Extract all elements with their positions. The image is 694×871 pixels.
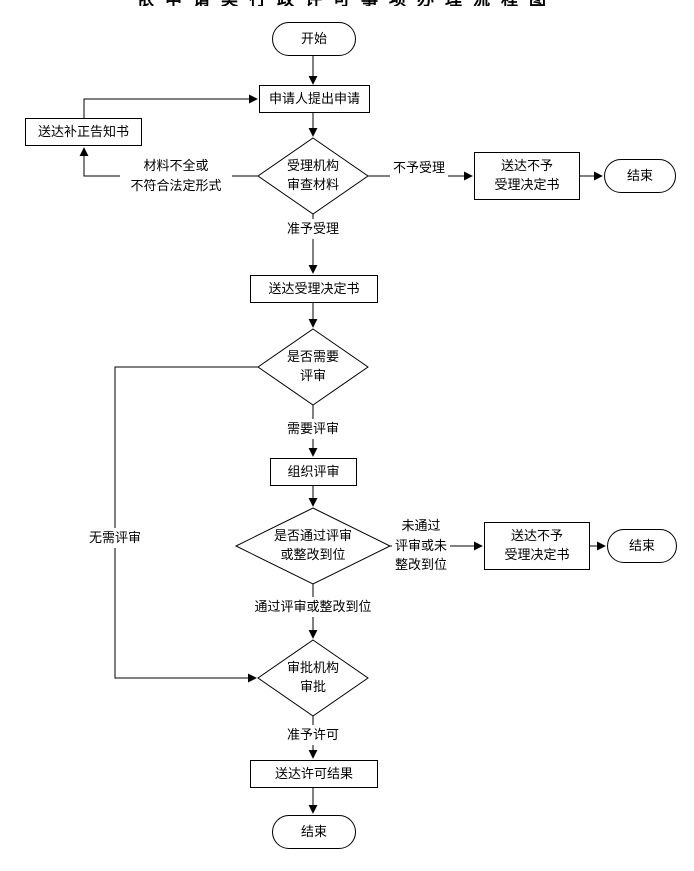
need-review-decision-label: 是否需要 评审 (286, 349, 339, 383)
arrow-no-review-to-approval (114, 366, 258, 683)
license-result-node: 送达许可结果 (250, 760, 378, 788)
rejection-decision-node-2: 送达不予 受理决定书 (484, 522, 590, 570)
end-node-1: 结束 (604, 159, 676, 193)
decision-diamond-approval (257, 639, 369, 717)
start-node: 开始 (272, 22, 356, 56)
rejection-decision-node-1: 送达不予 受理决定书 (474, 152, 580, 200)
decision-diamond-pass-review (234, 507, 392, 585)
clipped-page-title-text: 依申请类行政许可事项办理流程图 (137, 0, 557, 6)
edge-label-review-needed: 需要评审 (283, 419, 343, 439)
edge-label-accepted: 准予受理 (283, 219, 343, 239)
end-node-2: 结束 (607, 529, 677, 563)
pass-review-decision-label: 是否通过评审 或整改到位 (273, 528, 352, 562)
end-node-3: 结束 (272, 815, 356, 849)
decision-diamond-need-review (257, 328, 369, 406)
organize-review-node: 组织评审 (270, 458, 357, 486)
edge-label-materials-incomplete: 材料不全或 不符合法定形式 (120, 156, 232, 195)
decision-diamond-review-materials (257, 137, 369, 215)
edge-label-review-failed: 未通过 评审或未 整改到位 (392, 516, 450, 575)
edge-label-not-accepted: 不予受理 (390, 158, 448, 178)
edge-label-no-review-needed: 无需评审 (85, 528, 145, 548)
acceptance-decision-node: 送达受理决定书 (250, 275, 378, 303)
submit-application-node: 申请人提出申请 (259, 85, 370, 113)
clipped-page-title: 依申请类行政许可事项办理流程图 (0, 0, 694, 6)
supplement-notice-node: 送达补正告知书 (25, 118, 142, 146)
arrow-supplement-notice-to-submit (83, 94, 258, 118)
review-materials-decision-label: 受理机构 审查材料 (286, 158, 339, 192)
edge-label-review-passed: 通过评审或整改到位 (250, 597, 376, 617)
edge-label-license-granted: 准予许可 (283, 725, 343, 745)
approval-decision-label: 审批机构 审批 (286, 660, 339, 694)
